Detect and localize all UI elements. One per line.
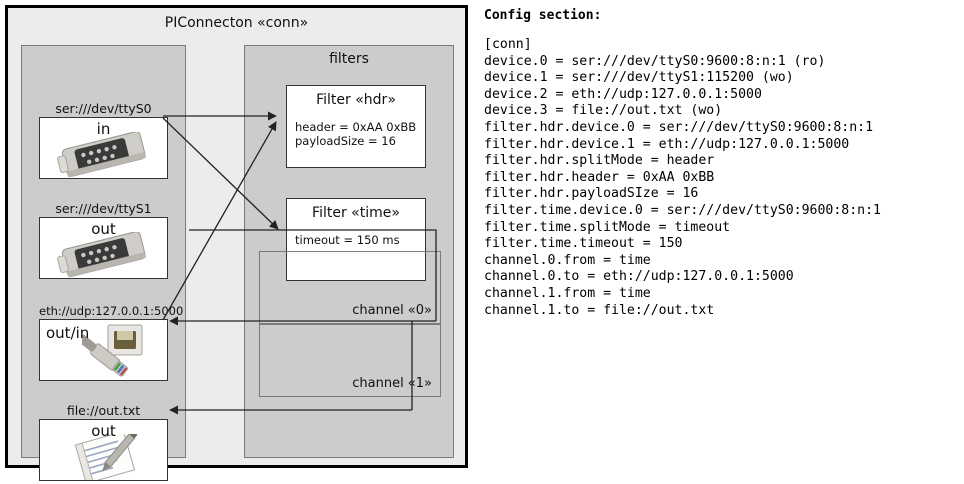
device-direction-label: out/in: [46, 324, 90, 342]
filter-properties: header = 0xAA 0xBB payloadSize = 16: [287, 108, 425, 148]
serial-port-icon: [57, 232, 146, 278]
device-caption: ser:///dev/ttyS0: [55, 101, 152, 116]
device-node-eth[interactable]: eth://udp:127.0.0.1:5000 out/in: [39, 303, 184, 381]
device-direction-label: out: [91, 220, 116, 238]
device-node-file[interactable]: file://out.txt out: [39, 403, 168, 481]
filters-panel-title: filters: [329, 51, 369, 67]
device-node-ttys1[interactable]: ser:///dev/ttyS1 out: [39, 201, 168, 279]
ethernet-jack-icon: [82, 324, 143, 377]
device-box[interactable]: out/in: [39, 319, 168, 381]
serial-port-icon: [57, 132, 146, 178]
filter-property: payloadSize = 16: [295, 134, 396, 148]
device-box[interactable]: out: [39, 217, 168, 279]
channel-region-1: channel «1»: [259, 324, 441, 397]
device-box[interactable]: out: [39, 419, 168, 481]
config-heading: Config section:: [484, 8, 602, 23]
channel-region-0: channel «0»: [259, 251, 441, 324]
filter-title: Filter «hdr»: [316, 92, 396, 108]
connection-diagram: PIConnecton «conn» ser:///dev/ttyS0 in: [5, 5, 468, 481]
device-direction-label: out: [91, 422, 116, 440]
filter-property: timeout = 150 ms: [295, 233, 400, 247]
config-section: Config section: [conn] device.0 = ser://…: [484, 8, 954, 319]
device-caption: file://out.txt: [66, 403, 141, 418]
filters-panel: filters Filter «hdr» header = 0xAA 0xBB …: [244, 45, 454, 458]
diagram-title: PIConnecton «conn»: [164, 15, 309, 31]
device-box[interactable]: in: [39, 117, 168, 179]
device-caption: eth://udp:127.0.0.1:5000: [39, 304, 184, 318]
device-direction-label: in: [96, 120, 111, 138]
channel-label: channel «1»: [352, 376, 432, 391]
filter-property: header = 0xAA 0xBB: [295, 120, 417, 134]
channel-label: channel «0»: [352, 303, 432, 318]
filter-title: Filter «time»: [312, 205, 400, 221]
devices-panel: ser:///dev/ttyS0 in: [21, 45, 186, 481]
config-text: [conn] device.0 = ser:///dev/ttyS0:9600:…: [484, 37, 881, 318]
text-file-icon: [74, 434, 138, 480]
filter-node-hdr[interactable]: Filter «hdr» header = 0xAA 0xBB payloadS…: [286, 85, 426, 168]
device-node-ttys0[interactable]: ser:///dev/ttyS0 in: [39, 101, 168, 179]
filter-properties: timeout = 150 ms: [287, 221, 425, 247]
device-caption: ser:///dev/ttyS1: [55, 201, 152, 216]
